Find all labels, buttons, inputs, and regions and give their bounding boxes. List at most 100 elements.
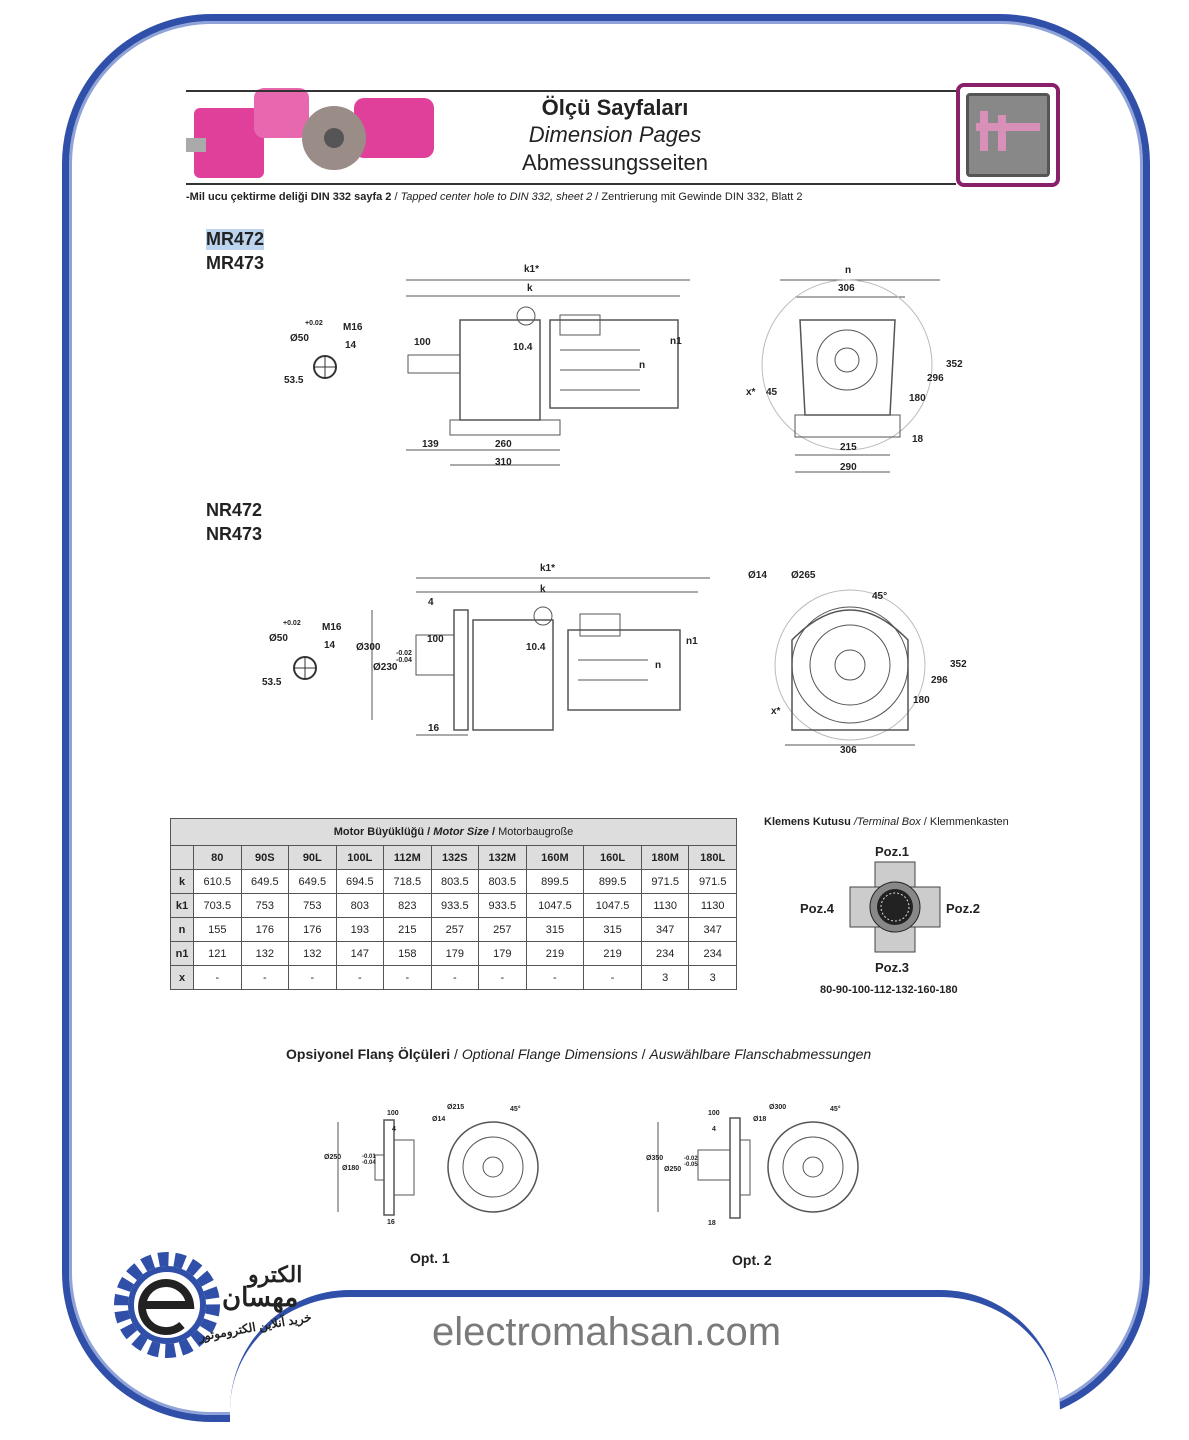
logo-text-2: مهسان xyxy=(222,1282,299,1312)
table-cell: 132 xyxy=(240,941,290,966)
column-header: 180L xyxy=(688,845,737,870)
table-cell: - xyxy=(288,965,337,990)
column-header: 160M xyxy=(525,845,585,870)
table-cell: 315 xyxy=(525,917,585,942)
dim-mr-139: 139 xyxy=(422,439,439,450)
terminal-box-diagram xyxy=(849,861,941,953)
dim-nr-thread: M16 xyxy=(322,622,342,633)
motor-size-table: Motor Büyüklüğü / Motor Size / Motorbaug… xyxy=(169,818,737,990)
dim-nr-306: 306 xyxy=(840,745,857,756)
table-cell: - xyxy=(240,965,290,990)
opt2-spigot: Ø250 xyxy=(664,1166,682,1173)
dim-nr-180: 180 xyxy=(913,695,930,706)
table-cell: - xyxy=(383,965,432,990)
column-header: 180M xyxy=(640,845,690,870)
opt1-angle: 45° xyxy=(510,1106,521,1113)
logo-text-1: الکترو xyxy=(248,1262,303,1287)
dim-mr-front-n: n xyxy=(845,265,852,276)
model-nr472: NR472 xyxy=(206,500,263,520)
dim-mr-x: x* xyxy=(746,387,756,398)
product-image xyxy=(186,88,434,178)
table-cell: 718.5 xyxy=(383,869,432,894)
dim-mr-k1: k1* xyxy=(524,264,540,275)
dim-nr-296: 296 xyxy=(931,675,948,686)
flange-opt2-drawing xyxy=(657,1117,859,1219)
table-cell: 219 xyxy=(525,941,585,966)
poz-4: Poz.4 xyxy=(800,901,834,916)
opt1-100: 100 xyxy=(387,1110,399,1117)
table-cell: 933.5 xyxy=(430,893,480,918)
table-cell: 215 xyxy=(383,917,432,942)
table-cell: 753 xyxy=(240,893,290,918)
opt2-thickness: 18 xyxy=(708,1220,716,1227)
column-header: 80 xyxy=(193,845,242,870)
table-cell: 933.5 xyxy=(478,893,527,918)
dim-nr-shaft-dia: Ø50 xyxy=(269,633,288,644)
opt2-angle: 45° xyxy=(830,1106,841,1113)
dim-shaft-dia: Ø50 xyxy=(290,333,309,344)
nr-front-view xyxy=(774,589,926,746)
opt1-spigot: Ø180 xyxy=(342,1165,360,1172)
table-cell: 1047.5 xyxy=(583,893,642,918)
opt2-pcd: Ø300 xyxy=(769,1104,787,1111)
table-cell: - xyxy=(335,965,385,990)
table-caption: Motor Büyüklüğü / Motor Size / Motorbaug… xyxy=(170,818,737,846)
dim-mr-296: 296 xyxy=(927,373,944,384)
table-cell: 1130 xyxy=(688,893,737,918)
dim-mr-352: 352 xyxy=(946,359,963,370)
dim-nr-265: Ø265 xyxy=(791,570,816,581)
table-cell: 121 xyxy=(193,941,242,966)
table-cell: 179 xyxy=(430,941,480,966)
table-cell: 347 xyxy=(688,917,737,942)
nr-side-view xyxy=(371,577,710,736)
table-cell: 694.5 xyxy=(335,869,385,894)
corner-cell xyxy=(169,845,195,870)
table-cell: 179 xyxy=(478,941,527,966)
dim-depth: 14 xyxy=(345,340,357,351)
column-header: 100L xyxy=(335,845,385,870)
dim-mr-215: 215 xyxy=(840,442,857,453)
dim-nr-x: x* xyxy=(771,706,781,717)
dim-nr-tol-a: -0.02 xyxy=(396,650,412,657)
dim-key: 53.5 xyxy=(284,375,304,386)
table-cell: 803.5 xyxy=(478,869,527,894)
table-cell: 649.5 xyxy=(288,869,337,894)
opt2-outer: Ø350 xyxy=(646,1155,664,1162)
table-cell: - xyxy=(430,965,480,990)
dim-mr-k: k xyxy=(527,283,533,294)
terminal-box-title: Klemens Kutusu /Terminal Box / Klemmenka… xyxy=(764,816,1009,828)
model-mr473: MR473 xyxy=(206,253,265,273)
center-hole-note: -Mil ucu çektirme deliği DIN 332 sayfa 2… xyxy=(186,191,803,203)
dim-nr-key: 53.5 xyxy=(262,677,282,688)
table-cell: 649.5 xyxy=(240,869,290,894)
dim-nr-k1: k1* xyxy=(540,563,556,574)
poz-2: Poz.2 xyxy=(946,901,980,916)
dim-mr-260: 260 xyxy=(495,439,512,450)
opt1-thickness: 16 xyxy=(387,1219,395,1226)
poz-3: Poz.3 xyxy=(875,960,909,975)
table-cell: 176 xyxy=(288,917,337,942)
opt2-4: 4 xyxy=(712,1126,716,1133)
table-cell: 610.5 xyxy=(193,869,242,894)
dim-mr-306: 306 xyxy=(838,283,855,294)
dim-nr-depth: 14 xyxy=(324,640,336,651)
dim-nr-300: Ø300 xyxy=(356,642,381,653)
table-cell: 971.5 xyxy=(688,869,737,894)
table-cell: 899.5 xyxy=(583,869,642,894)
dim-nr-16: 16 xyxy=(428,723,440,734)
column-header: 90S xyxy=(240,845,290,870)
dim-mr-45: 45 xyxy=(766,387,778,398)
opt1-label: Opt. 1 xyxy=(410,1250,450,1266)
table-cell: 3 xyxy=(688,965,737,990)
table-cell: 257 xyxy=(478,917,527,942)
flange-opt1-drawing xyxy=(337,1119,539,1216)
model-nr473: NR473 xyxy=(206,524,263,544)
table-cell: 234 xyxy=(640,941,690,966)
dim-mr-10-4: 10.4 xyxy=(513,342,533,353)
table-cell: 155 xyxy=(193,917,242,942)
row-label: x xyxy=(169,965,195,990)
table-cell: 3 xyxy=(640,965,690,990)
